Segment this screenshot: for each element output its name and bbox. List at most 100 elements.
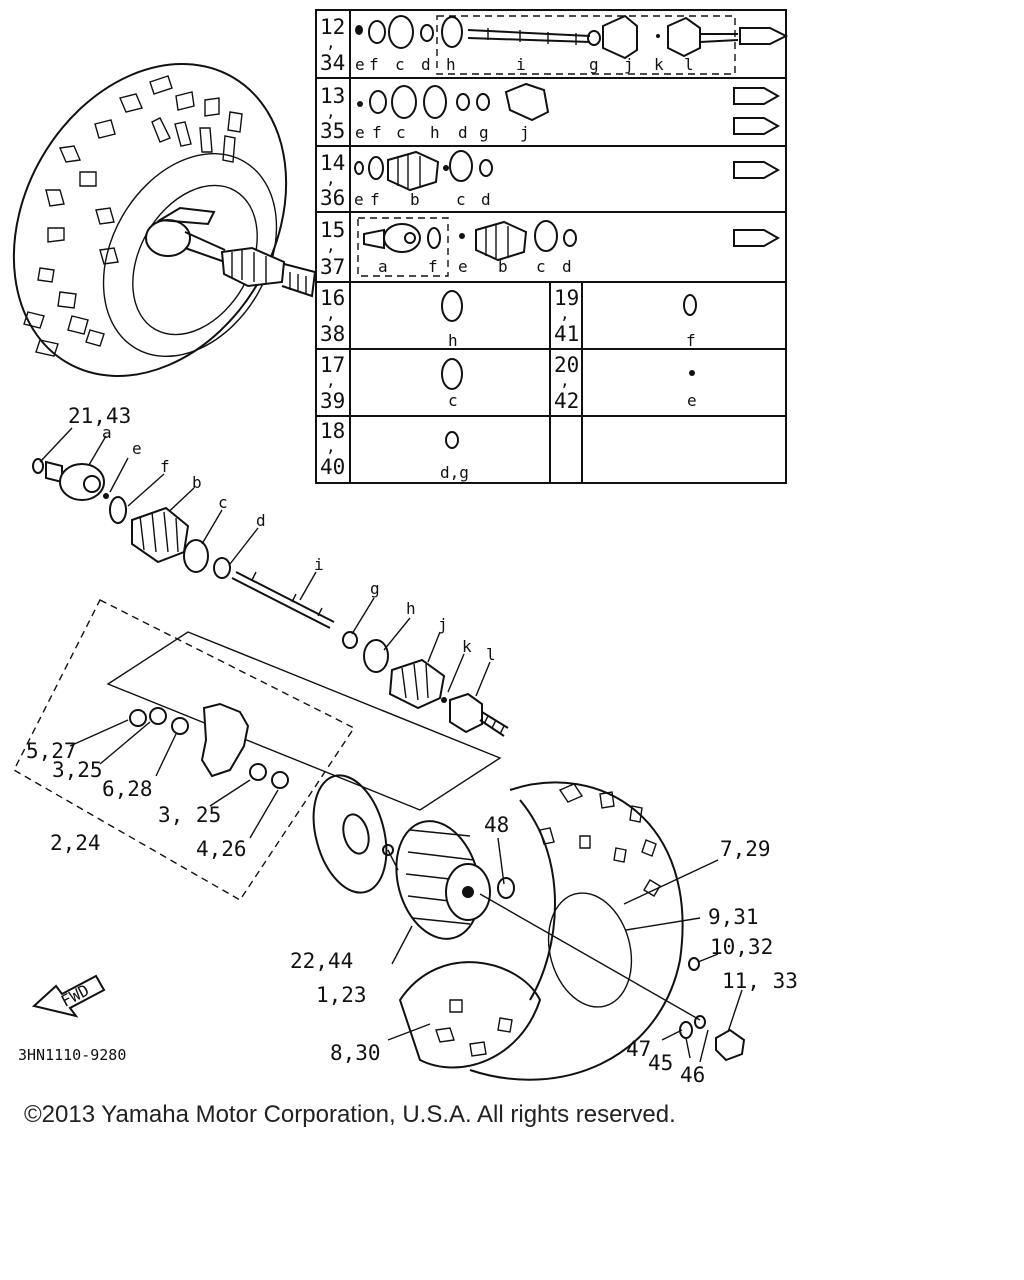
row-13-parts: e f c h d g j	[355, 82, 781, 142]
row-14-parts: e f b c d	[354, 150, 781, 209]
callout-2-24: 2,24	[50, 831, 101, 855]
row-num-bottom: 35	[320, 119, 345, 143]
callout-j: j	[438, 615, 448, 634]
fwd-arrow-icon: FWD	[31, 974, 106, 1018]
callout-10-32: 10,32	[710, 935, 773, 959]
callout-h: h	[406, 599, 416, 618]
letter-c: c	[448, 391, 458, 410]
upper-wheel-assembly	[12, 63, 317, 377]
callout-1-23: 1,23	[316, 983, 367, 1007]
callout-5-27: 5,27	[26, 739, 77, 763]
row-num-top: 15	[320, 218, 345, 242]
row-num-sep: ,	[326, 371, 336, 390]
letter-j: j	[624, 55, 634, 74]
letter-c: c	[396, 123, 406, 142]
row-num-bottom: 38	[320, 322, 345, 346]
callout-48: 48	[484, 813, 509, 837]
letter-c: c	[395, 55, 405, 74]
callout-labels: 21,43 a e f b c d i g h j k l 5,27 3,25 …	[26, 404, 798, 1087]
row-num-bottom: 41	[554, 322, 579, 346]
diagram-code: 3HN1110-9280	[18, 1046, 126, 1064]
row-num-sep: ,	[326, 169, 336, 188]
callout-7-29: 7,29	[720, 837, 771, 861]
callout-f: f	[160, 457, 170, 476]
letter-d: d	[421, 55, 431, 74]
row-19-41: 19 , 41	[554, 286, 579, 346]
letter-f: f	[372, 123, 382, 142]
row-num-top: 16	[320, 286, 345, 310]
row-16-parts: h	[441, 290, 463, 350]
letter-h: h	[430, 123, 440, 142]
callout-4-26: 4,26	[196, 837, 247, 861]
row-num-bottom: 39	[320, 389, 345, 413]
row-18-40: 18 , 40	[320, 419, 345, 479]
copyright-notice: ©2013 Yamaha Motor Corporation, U.S.A. A…	[24, 1101, 676, 1128]
letter-g: g	[589, 55, 599, 74]
letter-i: i	[516, 55, 526, 74]
callout-47: 47	[626, 1037, 651, 1061]
letter-e: e	[354, 190, 364, 209]
letter-f: f	[370, 190, 380, 209]
callout-k: k	[462, 637, 472, 656]
row-num-sep: ,	[326, 33, 336, 52]
callout-45: 45	[648, 1051, 673, 1075]
callout-9-31: 9,31	[708, 905, 759, 929]
row-num-top: 13	[320, 84, 345, 108]
callout-g: g	[370, 579, 380, 598]
letter-g: g	[479, 123, 489, 142]
row-19-parts: f	[683, 294, 697, 350]
row-num-sep: ,	[326, 437, 336, 456]
letter-f: f	[369, 55, 379, 74]
row-14-36: 14 , 36	[320, 151, 345, 210]
row-17-parts: c	[441, 358, 463, 410]
row-12-parts: e f c d h i g j k l	[355, 14, 789, 75]
callout-6-28: 6,28	[102, 777, 153, 801]
letter-c: c	[536, 257, 546, 276]
row-17-39: 17 , 39	[320, 353, 345, 413]
letter-f: f	[686, 331, 696, 350]
callout-22-44: 22,44	[290, 949, 353, 973]
callout-21-43: 21,43	[68, 404, 131, 428]
letter-b: b	[410, 190, 420, 209]
row-num-bottom: 40	[320, 455, 345, 479]
row-num-sep: ,	[326, 236, 336, 255]
letter-e: e	[458, 257, 468, 276]
callout-i: i	[314, 555, 324, 574]
callout-b: b	[192, 473, 202, 492]
letter-d: d	[562, 257, 572, 276]
letter-a: a	[378, 257, 388, 276]
callout-46: 46	[680, 1063, 705, 1087]
row-20-42: 20 , 42	[554, 353, 579, 413]
letter-l: l	[684, 55, 694, 74]
row-num-top: 14	[320, 151, 345, 175]
row-num-bottom: 36	[320, 186, 345, 210]
row-num-top: 17	[320, 353, 345, 377]
letter-h: h	[448, 331, 458, 350]
callout-c: c	[218, 493, 228, 512]
row-num-sep: ,	[326, 102, 336, 121]
row-num-bottom: 34	[320, 51, 345, 75]
row-num-top: 20	[554, 353, 579, 377]
row-20-parts: e	[687, 370, 697, 410]
row-num-sep: ,	[326, 304, 336, 323]
row-num-top: 19	[554, 286, 579, 310]
row-15-parts: a f e b c d	[357, 217, 781, 277]
letter-d-g: d,g	[440, 463, 469, 482]
callout-d: d	[256, 511, 266, 530]
letter-d: d	[481, 190, 491, 209]
callout-8-30: 8,30	[330, 1041, 381, 1065]
parts-table: 12 , 34 13 , 35 14 , 36 15 , 37 16 , 38 …	[315, 9, 789, 484]
row-num-sep: ,	[560, 371, 570, 390]
driveshaft-exploded-view	[13, 427, 746, 1081]
letter-j: j	[520, 123, 530, 142]
row-18-parts: d,g	[440, 431, 469, 482]
letter-c: c	[456, 190, 466, 209]
callout-e: e	[132, 439, 142, 458]
letter-e: e	[687, 391, 697, 410]
letter-e: e	[355, 55, 365, 74]
row-13-35: 13 , 35	[320, 84, 345, 143]
callout-a: a	[102, 423, 112, 442]
row-12-34: 12 , 34	[320, 15, 345, 75]
callout-3-25-b: 3, 25	[158, 803, 221, 827]
